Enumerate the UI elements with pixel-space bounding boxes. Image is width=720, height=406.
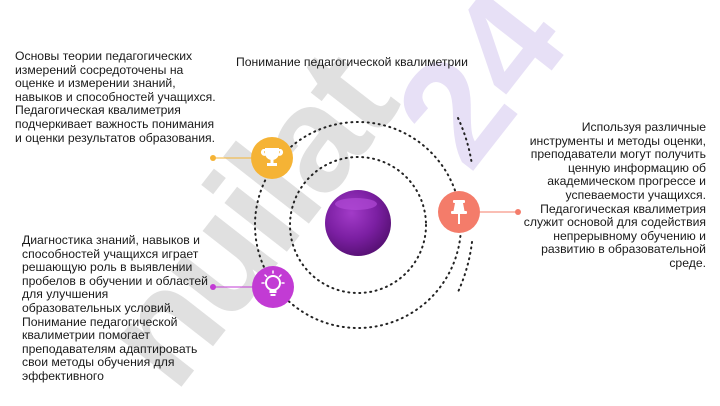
text-block-bottom-left: Диагностика знаний, навыков и способност…: [22, 233, 208, 383]
lightbulb-node: [252, 266, 294, 308]
text-block-top-left: Основы теории педагогических измерений с…: [15, 49, 216, 145]
pushpin-connector-dot: [515, 209, 521, 215]
lightbulb-connector-dot: [210, 284, 216, 290]
text-block-right: Используя различные инструменты и методы…: [523, 120, 706, 270]
pushpin-icon: [451, 200, 467, 224]
center-planet-shine: [335, 198, 377, 210]
inner-orbit: [289, 156, 427, 294]
outermost-orbit: [457, 117, 473, 166]
trophy-connector-dot: [210, 155, 216, 161]
lightbulb-icon: [261, 270, 285, 296]
outermost-orbit-right: [457, 241, 473, 293]
diagram-title: Понимание педагогической квалиметрии: [236, 55, 468, 69]
trophy-icon: [260, 148, 284, 166]
